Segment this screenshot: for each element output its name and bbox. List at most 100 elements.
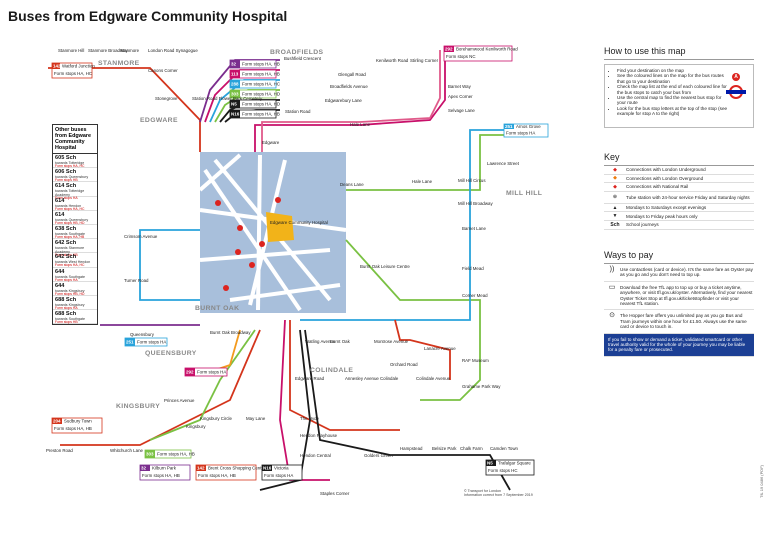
route-number: 251	[505, 124, 513, 129]
other-bus-stops: Form stops HB, HD	[55, 291, 85, 296]
place-label: Hale Lane	[412, 179, 433, 184]
other-bus-route: 642 Sch	[55, 240, 77, 247]
terminus-destination: Kilburn Park	[152, 466, 177, 471]
other-bus-dest: towards Kingsbury	[55, 288, 85, 293]
route-number: N16	[263, 466, 272, 471]
night-tube-icon: ⊕	[612, 194, 618, 201]
terminus-queensbury-251: 251 Form stops HA	[124, 337, 168, 347]
key-text: Tube station with 24-hour service Friday…	[626, 194, 750, 200]
other-bus-route: 644	[55, 282, 65, 289]
terminus-destination: Arnos Grove	[516, 124, 541, 129]
hospital-label: Edgware Community Hospital	[270, 220, 328, 225]
place-label: Station Road	[285, 109, 311, 114]
place-label: Barnet Lane	[462, 226, 486, 231]
route-number: 303	[231, 92, 239, 97]
ways-heading: Ways to pay	[604, 250, 754, 264]
terminus-stops: Form stops HA, HC	[242, 82, 280, 87]
key-text: Connections with London Underground	[626, 167, 706, 173]
place-label: Orchard Road	[390, 362, 418, 367]
route-number: 32	[231, 62, 237, 67]
how-to-item: Find your destination on the map	[617, 68, 729, 73]
area-label-mill-hill: MILL HILL	[506, 190, 542, 197]
place-label: Glengall Road	[338, 72, 366, 77]
place-label: London Road Synagogue	[148, 48, 198, 53]
place-label: Belsize Park	[432, 446, 457, 451]
place-label: Queensbury	[130, 332, 155, 337]
place-label: The Hyde	[300, 416, 320, 421]
place-label: Chalk Farm	[460, 446, 483, 451]
place-label: Hendon Playhouse	[300, 433, 338, 438]
school-icon: Sch	[610, 221, 620, 228]
place-label: Stanmore Broadway	[88, 48, 129, 53]
place-label: Burnt Oak Broadway	[210, 330, 251, 335]
terminus-borehamwood: 292 Borehamwood Kenilworth Road Form sto…	[443, 45, 518, 62]
other-bus-stops: Form stops HB	[55, 253, 78, 258]
place-label: Station Road Flower Park Cemetery	[192, 96, 263, 101]
place-label: Princes Avenue	[164, 398, 195, 403]
how-to-item: Use the central map to find the nearest …	[617, 95, 729, 106]
footer: © Transport for London Information corre…	[464, 489, 533, 497]
place-label: Colindale	[380, 376, 399, 381]
pay-row: ))Use contactless (card or device). It's…	[604, 264, 754, 282]
key-row: ▲Mondays to Saturdays except evenings	[604, 204, 754, 213]
key-heading: Key	[604, 152, 754, 166]
route-map: Edgware Community Hospital	[46, 45, 549, 496]
other-bus-route: 614	[55, 211, 65, 218]
pay-row: ▭Download the free TfL app to top up or …	[604, 282, 754, 311]
other-bus-dest: towards Southgate	[55, 231, 85, 236]
contactless-icon: ))	[609, 266, 615, 273]
other-bus-dest: towards Totteridge	[55, 161, 85, 165]
terminus-stops: Form stops HA	[197, 370, 226, 375]
place-label: Kingsbury Circle	[200, 416, 233, 421]
route-number: 142	[197, 466, 205, 471]
how-to-item: See the coloured lines on the map for th…	[617, 73, 729, 84]
place-label: Hampstead	[400, 446, 423, 451]
key-row: ⊕ Tube station with 24-hour service Frida…	[604, 192, 754, 204]
pay-text: The Hopper fare offers you unlimited pay…	[620, 313, 747, 330]
place-label: Annesley Avenue	[345, 376, 379, 381]
other-bus-route: 644	[55, 268, 65, 275]
other-bus-dest: towards Southgate	[55, 274, 85, 279]
key-text: Mondays to Saturdays except evenings	[626, 205, 707, 211]
terminus-harrow: 204 Sudbury Town Form stops HA, HB	[51, 417, 103, 434]
stop-markers	[215, 197, 281, 291]
place-label: Preston Road	[46, 448, 73, 453]
other-bus-dest: towards Totteridge Academy	[55, 189, 85, 198]
route-number: N5	[487, 461, 493, 466]
other-buses-panel: Other buses from Edgware Community Hospi…	[52, 124, 98, 326]
other-bus-stops: Form stops HA, HC	[55, 206, 85, 211]
terminus-kingsbury-142: 142 Brent Cross Shopping Centre Form sto…	[195, 464, 266, 481]
place-label: Lanacre Avenue	[424, 346, 456, 351]
key-text: Mondays to Friday peak hours only	[626, 213, 698, 219]
place-label: Colindale Avenue	[416, 376, 451, 381]
peak-icon: ▼	[612, 213, 618, 220]
area-label-kingsbury: KINGSBURY	[116, 403, 160, 410]
area-label-burnt-oak: BURNT OAK	[195, 305, 239, 312]
route-number: 303	[146, 452, 154, 457]
other-bus-dest: towards Stanmore Academy	[55, 246, 85, 255]
place-label: Lawrence Street	[487, 161, 520, 166]
area-label-colindale: COLINDALE	[310, 367, 353, 374]
bus-stop-letter-icon: A	[732, 73, 740, 81]
terminus-stops: Form stops HA, HC	[54, 71, 92, 76]
place-label: Mill Hill Broadway	[458, 201, 493, 206]
page-title: Buses from Edgware Community Hospital	[8, 8, 288, 24]
terminus-stops: Form stops HA, HB	[242, 112, 280, 117]
terminus-stops: Form stops HA, HB	[54, 426, 92, 431]
other-bus-route: 642 Sch	[55, 254, 77, 261]
terminus-kingsbury-n16: N16 Victoria Form stops HA	[261, 464, 303, 481]
place-label: Barnet Way	[448, 84, 472, 89]
other-bus-stops: Form stops HB, HD	[55, 220, 85, 225]
oyster-card-icon: ▭	[608, 283, 616, 291]
other-bus-route: 606 Sch	[55, 169, 77, 176]
place-label: Hale Lane	[350, 122, 371, 127]
other-bus-route: 638 Sch	[55, 225, 77, 232]
place-label: Watling Avenue	[305, 339, 336, 344]
penalty-notice: If you fail to show or demand a ticket, …	[604, 333, 754, 357]
other-bus-route: 614 Sch	[55, 183, 77, 190]
pay-row: ⊙The Hopper fare offers you unlimited pa…	[604, 310, 754, 334]
